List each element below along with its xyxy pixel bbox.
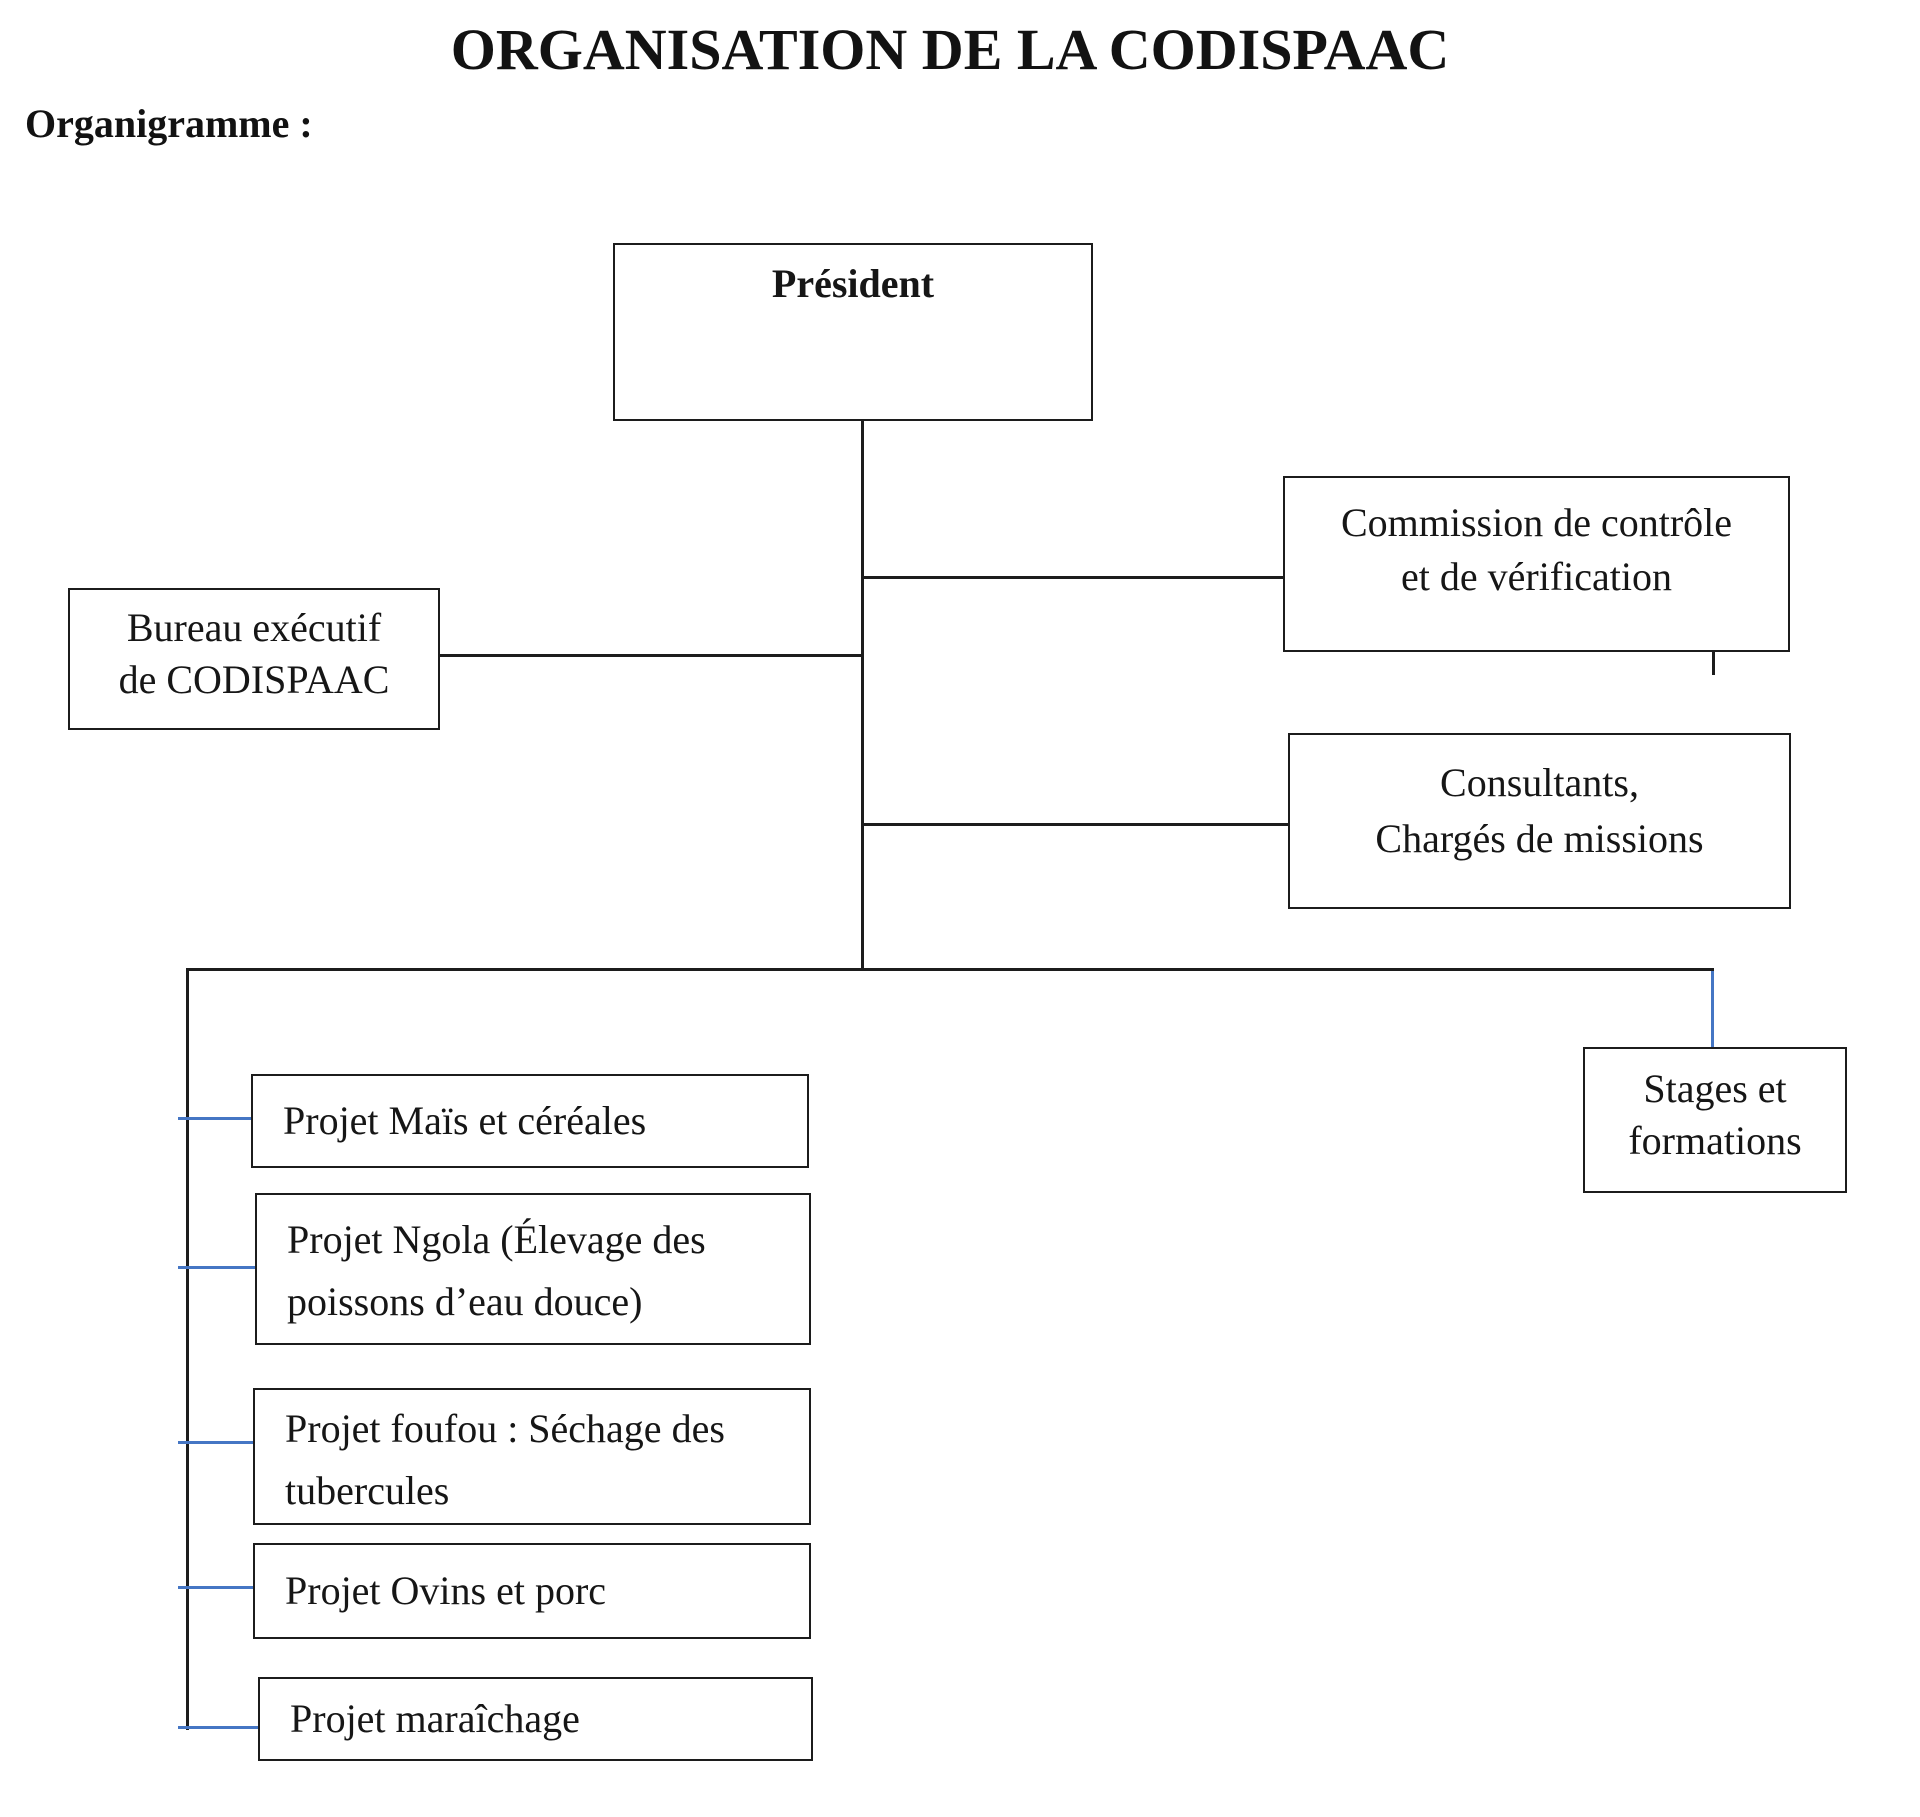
commission-label-line-1: Commission de contrôle	[1340, 500, 1733, 545]
bottom-spine-line	[186, 968, 1714, 971]
project-ngola-label-line-1: Projet Ngola (Élevage des	[287, 1217, 706, 1262]
page-title: ORGANISATION DE LA CODISPAAC	[450, 17, 1450, 82]
commission-controle-box: Commission de contrôle et de vérificatio…	[1283, 476, 1790, 652]
president-box: Président	[613, 243, 1093, 421]
trunk-line	[861, 421, 864, 971]
project-ovins-label: Projet Ovins et porc	[285, 1568, 607, 1613]
project-connector-line-0	[178, 1117, 252, 1120]
president-label: Président	[771, 261, 935, 306]
project-connector-line-2	[178, 1441, 254, 1444]
consultants-box: Consultants, Chargés de missions	[1288, 733, 1791, 909]
project-connector-line-4	[178, 1726, 259, 1729]
stages-formations-box: Stages et formations	[1583, 1047, 1847, 1193]
consultants-label-line-1: Consultants,	[1440, 760, 1639, 805]
stages-drop-connector-line	[1711, 971, 1714, 1047]
consultants-label-line-2: Chargés de missions	[1375, 816, 1704, 861]
project-box-ngola: Projet Ngola (Élevage des poissons d’eau…	[255, 1193, 811, 1345]
project-foufou-label-line-2: tubercules	[285, 1468, 450, 1513]
bureau-label-line-2: de CODISPAAC	[118, 657, 390, 702]
project-box-foufou: Projet foufou : Séchage des tubercules	[253, 1388, 811, 1525]
left-rail-line	[186, 968, 189, 1730]
bureau-label-line-1: Bureau exécutif	[126, 605, 382, 650]
project-box-mais-cereales: Projet Maïs et céréales	[251, 1074, 809, 1168]
stages-label-line-2: formations	[1628, 1118, 1802, 1163]
project-mais-label: Projet Maïs et céréales	[283, 1098, 647, 1143]
commission-label-line-2: et de vérification	[1401, 554, 1672, 599]
bureau-connector-line	[440, 654, 864, 657]
project-ngola-label-line-2: poissons d’eau douce)	[287, 1279, 643, 1324]
stages-label-line-1: Stages et	[1643, 1066, 1787, 1111]
project-connector-line-1	[178, 1266, 256, 1269]
consultants-connector-line	[861, 823, 1288, 826]
project-box-ovins-porc: Projet Ovins et porc	[253, 1543, 811, 1639]
project-foufou-label-line-1: Projet foufou : Séchage des	[285, 1406, 725, 1451]
project-box-maraichage: Projet maraîchage	[258, 1677, 813, 1761]
commission-bottom-tick-line	[1712, 652, 1715, 675]
organigramme-label: Organigramme :	[25, 101, 313, 146]
commission-connector-line	[861, 576, 1283, 579]
project-connector-line-3	[178, 1586, 254, 1589]
project-maraichage-label: Projet maraîchage	[290, 1696, 580, 1741]
bureau-executif-box: Bureau exécutif de CODISPAAC	[68, 588, 440, 730]
